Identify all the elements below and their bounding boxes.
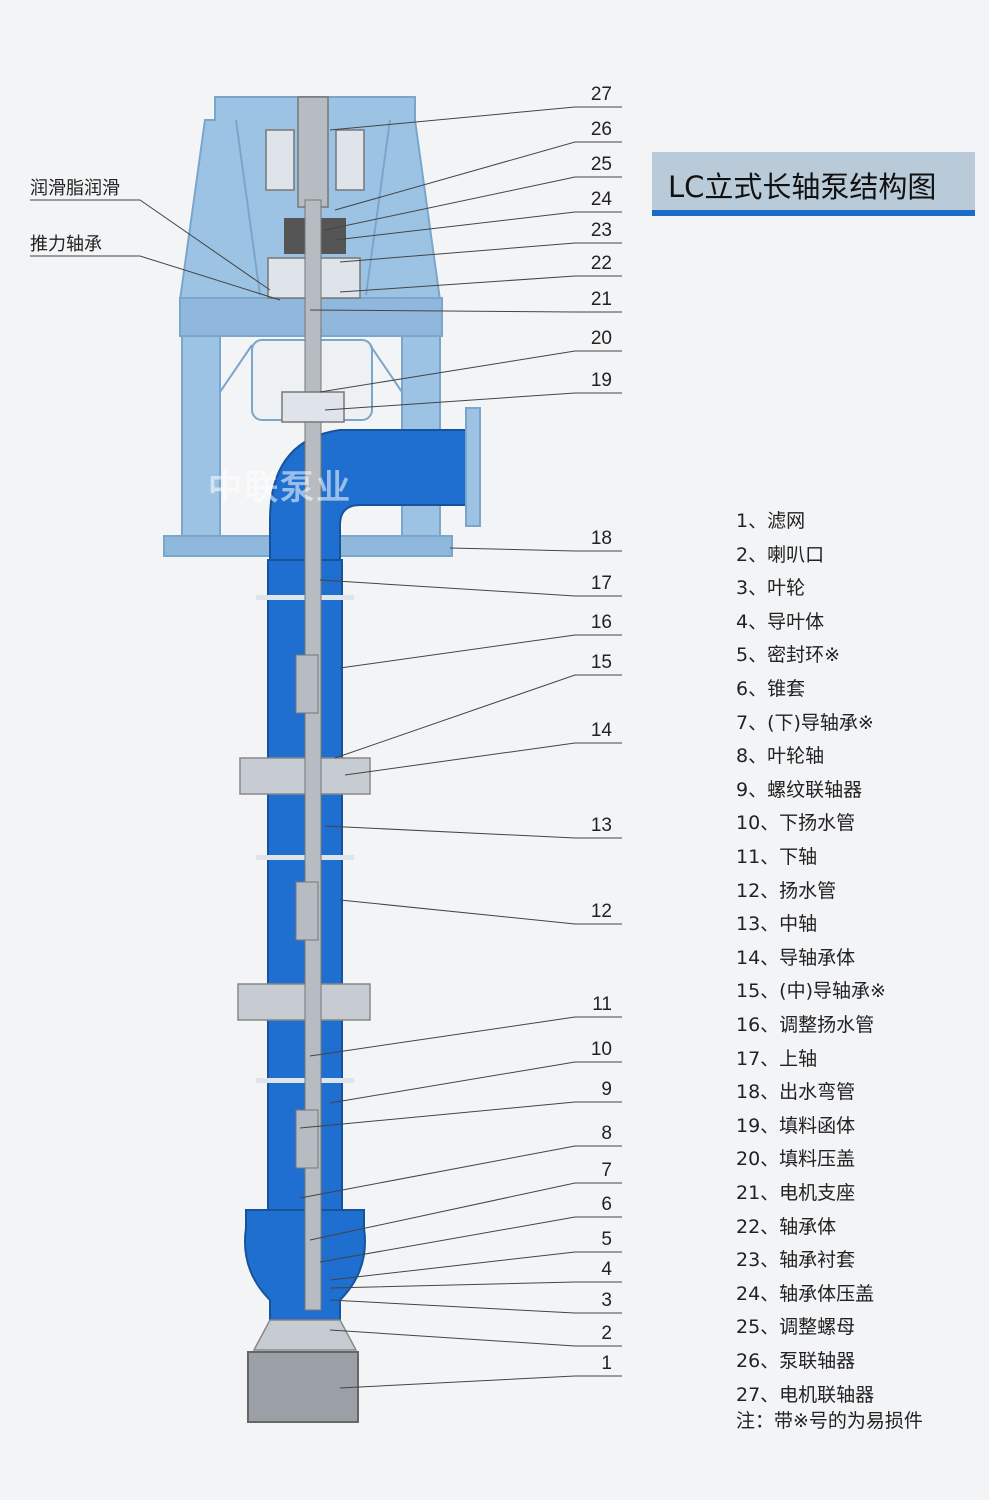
callout-leader-line (329, 1299, 622, 1314)
legend-item: 15、(中)导轴承※ (736, 980, 886, 1003)
legend-item: 5、密封环※ (736, 644, 841, 667)
callout-number: 16 (591, 612, 612, 633)
callout-leader-line (329, 1281, 622, 1289)
callout-leader-line (309, 1016, 622, 1057)
callout-number: 10 (591, 1039, 612, 1060)
legend-item: 4、导叶体 (736, 610, 825, 633)
legend-item: 7、(下)导轴承※ (736, 711, 874, 734)
callout-number: 1 (601, 1353, 612, 1374)
callout-number: 7 (601, 1160, 612, 1181)
legend-item: 8、叶轮轴 (736, 745, 825, 768)
legend-item: 1、滤网 (736, 510, 806, 532)
title-accent-bar (652, 210, 975, 216)
side-label-leader-line (30, 199, 271, 291)
legend-item: 11、下轴 (736, 846, 818, 868)
callout-leader-line (329, 1329, 622, 1347)
callout-number: 2 (601, 1323, 612, 1344)
pump-shaft (281, 96, 345, 1311)
callout-number: 13 (591, 815, 612, 836)
watermark-text: 中联泵业 (208, 468, 352, 508)
callout-number: 15 (591, 652, 612, 673)
legend-item: 10、下扬水管 (736, 812, 856, 835)
legend-item: 24、轴承体压盖 (736, 1282, 875, 1305)
callout-number: 20 (591, 328, 612, 349)
callout-leader-line (339, 1375, 622, 1389)
legend-item: 14、导轴承体 (736, 946, 856, 969)
legend-item: 19、填料函体 (736, 1114, 856, 1137)
legend-item: 26、泵联轴器 (736, 1350, 856, 1372)
callout-leader-line (299, 1101, 622, 1129)
legend-item: 25、调整螺母 (736, 1316, 856, 1339)
callout-leader-line (334, 211, 622, 241)
callout-number: 4 (601, 1259, 612, 1280)
legend-item: 12、扬水管 (736, 879, 837, 902)
callout-leader-line (309, 309, 622, 313)
legend-item: 21、电机支座 (736, 1182, 856, 1204)
callout-leader-line (334, 674, 622, 759)
callout-leader-line (334, 141, 622, 211)
legend-item: 22、轴承体 (736, 1215, 837, 1238)
callout-leader-line (319, 1216, 622, 1263)
callout-leader-line (339, 242, 622, 263)
callout-number: 8 (601, 1123, 612, 1144)
label-grease-lubrication: 润滑脂润滑 (30, 178, 120, 199)
callout-number: 21 (591, 289, 612, 310)
legend-item: 2、喇叭口 (736, 543, 825, 566)
side-label-leader-line (30, 255, 281, 301)
legend-item: 18、出水弯管 (736, 1081, 856, 1104)
callout-number: 14 (591, 720, 613, 741)
callout-number: 5 (601, 1229, 612, 1250)
legend-item: 17、上轴 (736, 1047, 818, 1070)
callout-leader-line (324, 176, 622, 231)
callout-number: 12 (591, 901, 612, 922)
callout-leader-line (324, 392, 622, 411)
legend-item: 23、轴承衬套 (736, 1249, 856, 1272)
callout-leader-line (309, 1182, 622, 1241)
callout-number: 22 (591, 253, 612, 274)
page-title: LC立式长轴泵结构图 (668, 170, 937, 204)
callout-lines: 2726252423222120191817161514131211109876… (30, 84, 622, 1389)
callout-leader-line (319, 350, 622, 393)
callout-leader-line (324, 825, 622, 839)
label-thrust-bearing: 推力轴承 (30, 234, 102, 255)
callout-number: 23 (591, 220, 612, 241)
callout-leader-line (339, 275, 622, 293)
callout-number: 26 (591, 119, 612, 140)
callout-leader-line (344, 742, 622, 776)
callout-number: 27 (591, 84, 612, 105)
callout-number: 3 (601, 1290, 612, 1311)
callout-number: 17 (591, 573, 612, 594)
callout-leader-line (339, 634, 622, 669)
legend-item: 27、电机联轴器 (736, 1383, 875, 1406)
callout-number: 11 (592, 994, 612, 1015)
legend-item: 6、锥套 (736, 678, 806, 700)
callout-number: 24 (591, 189, 613, 210)
callout-number: 25 (591, 154, 612, 175)
callout-leader-line (319, 579, 622, 597)
legend-item: 9、螺纹联轴器 (736, 778, 863, 801)
callout-leader-line (339, 899, 622, 925)
legend-item: 3、叶轮 (736, 577, 806, 600)
callout-leader-line (329, 106, 622, 131)
legend-item: 16、调整扬水管 (736, 1014, 875, 1036)
title-box (652, 152, 975, 212)
legend-note: 注：带※号的为易损件 (736, 1410, 923, 1432)
callout-leader-line (329, 1251, 622, 1281)
legend-item: 13、中轴 (736, 913, 818, 936)
callout-leader-line (329, 1061, 622, 1104)
callout-leader-line (449, 547, 622, 552)
legend-item: 20、填料压盖 (736, 1148, 856, 1171)
callout-number: 6 (601, 1194, 612, 1215)
callout-leader-line (299, 1145, 622, 1199)
callout-number: 9 (601, 1079, 612, 1100)
callout-number: 19 (591, 370, 612, 391)
callout-number: 18 (591, 528, 612, 549)
